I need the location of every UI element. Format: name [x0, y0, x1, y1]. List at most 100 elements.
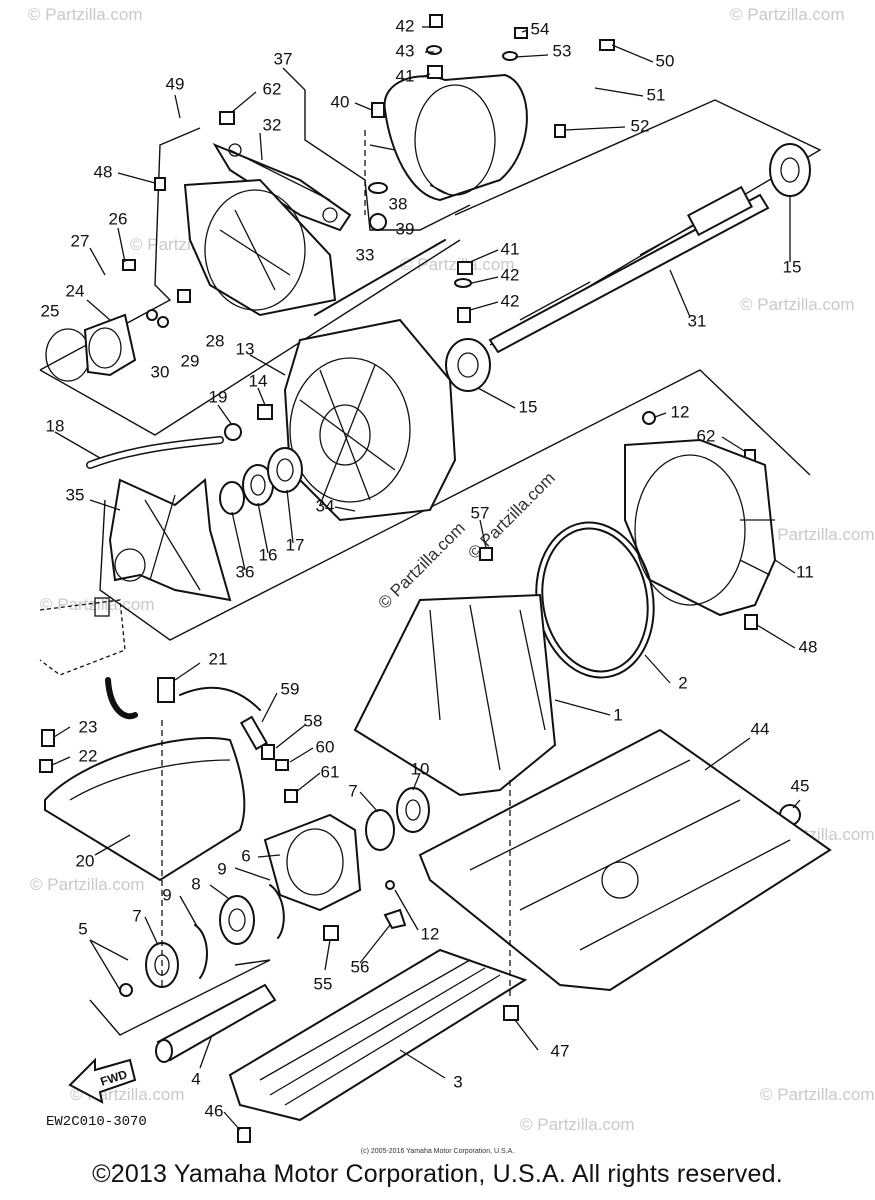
part-label: 16 [259, 545, 278, 564]
part-label: 47 [551, 1041, 570, 1060]
copyright-footer: ©2013 Yamaha Motor Corporation, U.S.A. A… [92, 1160, 783, 1188]
watermark: © Partzilla.com [730, 5, 845, 24]
part-label: 40 [331, 92, 350, 111]
part-label: 30 [151, 362, 170, 381]
part-label: 35 [66, 485, 85, 504]
engine-sketch [39, 597, 126, 676]
part-label: 8 [191, 874, 200, 893]
part-label: 2 [678, 673, 687, 692]
part-label: 32 [263, 115, 282, 134]
part-label: 56 [351, 957, 370, 976]
part-labels: 42 43 41 40 37 62 49 32 48 26 27 24 25 3… [41, 16, 818, 1120]
part-housing-11 [624, 438, 777, 617]
part-housing-upper [183, 178, 337, 317]
part-label: 15 [783, 257, 802, 276]
part-label: 50 [656, 51, 675, 70]
part-label: 17 [286, 535, 305, 554]
part-label: 48 [799, 637, 818, 656]
leader-lines [51, 26, 801, 1131]
part-shaft-4 [155, 983, 277, 1063]
part-label: 39 [396, 219, 415, 238]
part-label: 42 [396, 16, 415, 35]
part-bracket-32 [212, 142, 352, 232]
part-label: 15 [519, 397, 538, 416]
part-impeller-35 [108, 478, 232, 602]
part-label: 51 [647, 85, 666, 104]
watermark: © Partzilla.com [520, 1115, 635, 1134]
part-cap-24-25 [45, 313, 137, 382]
part-label: 7 [132, 906, 141, 925]
watermark: © Partzilla.com [740, 295, 855, 314]
part-housing-top [369, 73, 528, 202]
fwd-arrow: FWD [68, 1057, 137, 1104]
part-rings-36-16-17 [219, 447, 303, 515]
part-label: 18 [46, 416, 65, 435]
part-label: 6 [241, 846, 250, 865]
part-label: 43 [396, 41, 415, 60]
part-label: 37 [274, 49, 293, 68]
part-label: 52 [631, 116, 650, 135]
part-label: 62 [697, 426, 716, 445]
part-label: 12 [671, 402, 690, 421]
part-label: 29 [181, 351, 200, 370]
part-label: 12 [421, 924, 440, 943]
part-label: 55 [314, 974, 333, 993]
part-label: 14 [249, 371, 268, 390]
part-label: 10 [411, 759, 430, 778]
part-label: 4 [191, 1069, 200, 1088]
part-label: 49 [166, 74, 185, 93]
part-label: 34 [316, 496, 335, 515]
part-label: 9 [162, 885, 171, 904]
part-label: 27 [71, 231, 90, 250]
part-label: 13 [236, 339, 255, 358]
part-label: 11 [796, 562, 814, 581]
small-copyright: (c) 2005-2016 Yamaha Motor Corporation, … [360, 1148, 515, 1155]
part-shaft-31 [488, 185, 770, 354]
watermark: © Partzilla.com [30, 875, 145, 894]
part-label: 54 [531, 19, 550, 38]
part-label: 41 [396, 66, 415, 85]
part-label: 1 [613, 705, 622, 724]
part-label: 45 [791, 776, 810, 795]
part-label: 21 [209, 649, 228, 668]
part-label: 53 [553, 41, 572, 60]
part-label: 36 [236, 562, 255, 581]
part-label: 44 [751, 719, 770, 738]
part-label: 62 [263, 79, 282, 98]
part-label: 9 [217, 859, 226, 878]
part-label: 26 [109, 209, 128, 228]
alignment-lines [161, 130, 511, 1000]
part-ride-plate-44 [418, 728, 832, 992]
part-label: 3 [453, 1072, 462, 1091]
part-label: 42 [501, 291, 520, 310]
watermark: © Partzilla.com [760, 1085, 875, 1104]
part-duct-1 [353, 593, 557, 797]
part-label: 33 [356, 245, 375, 264]
part-label: 19 [209, 387, 228, 406]
part-label: 31 [688, 311, 707, 330]
part-label: 28 [206, 331, 225, 350]
part-housing-6 [263, 813, 362, 912]
part-cover-20 [44, 737, 246, 882]
watermark: © Partzilla.com [28, 5, 143, 24]
part-label: 42 [501, 265, 520, 284]
part-label: 7 [348, 781, 357, 800]
watermark: © Partzilla.com [760, 525, 875, 544]
part-rod-33 [314, 239, 446, 316]
part-intake-grate-3 [228, 948, 528, 1122]
part-label: 58 [304, 711, 323, 730]
small-bolts [39, 14, 801, 1143]
part-label: 23 [79, 717, 98, 736]
part-fittings-21-59 [105, 677, 269, 751]
part-label: 41 [501, 239, 520, 258]
part-label: 59 [281, 679, 300, 698]
part-label: 24 [66, 281, 85, 300]
part-bearing-15 [445, 143, 811, 392]
part-label: 5 [78, 919, 87, 938]
part-label: 48 [94, 162, 113, 181]
part-label: 22 [79, 746, 98, 765]
part-label: 38 [389, 194, 408, 213]
part-pump-housing-13 [283, 318, 457, 522]
part-label: 25 [41, 301, 60, 320]
